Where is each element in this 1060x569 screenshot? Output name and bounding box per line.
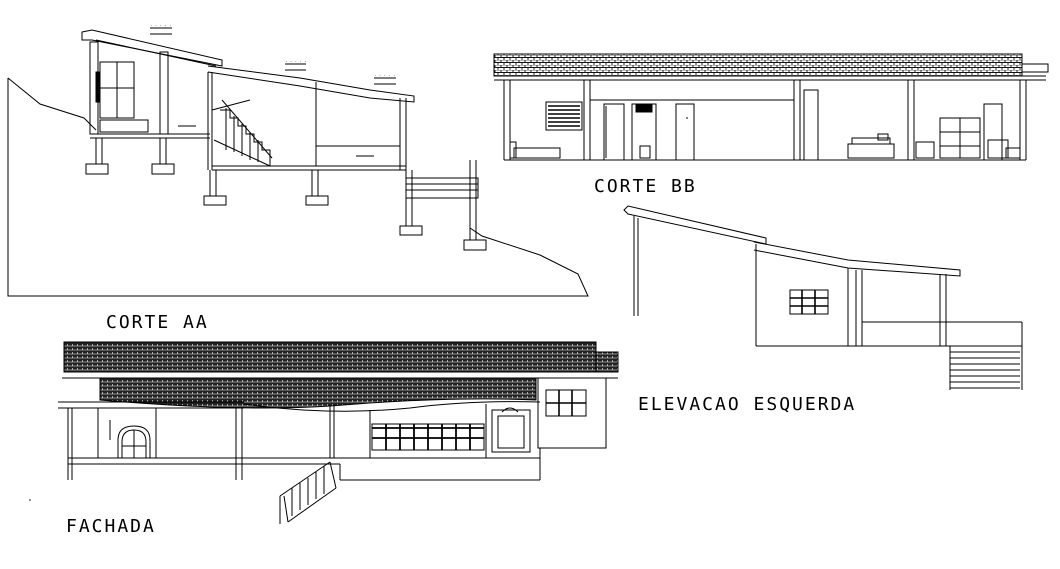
corte-bb-drawing xyxy=(494,54,1048,160)
elevacao-esquerda-drawing xyxy=(624,206,1022,390)
corte-aa-annotations: · · · · · · · · · · · · · · · xyxy=(150,23,396,78)
corte-bb-title: CORTE BB xyxy=(594,176,697,197)
elevacao-esquerda-title: ELEVACAO ESQUERDA xyxy=(638,394,857,415)
svg-text:· · · · ·: · · · · · xyxy=(285,59,307,64)
corte-aa-title: CORTE AA xyxy=(106,312,209,333)
fachada-drawing xyxy=(58,342,618,524)
origin-marker xyxy=(29,499,31,501)
corte-aa-drawing xyxy=(8,28,588,296)
svg-text:· · · · ·: · · · · · xyxy=(150,23,172,28)
svg-text:· · · · ·: · · · · · xyxy=(374,73,396,78)
fachada-title: FACHADA xyxy=(66,516,156,537)
